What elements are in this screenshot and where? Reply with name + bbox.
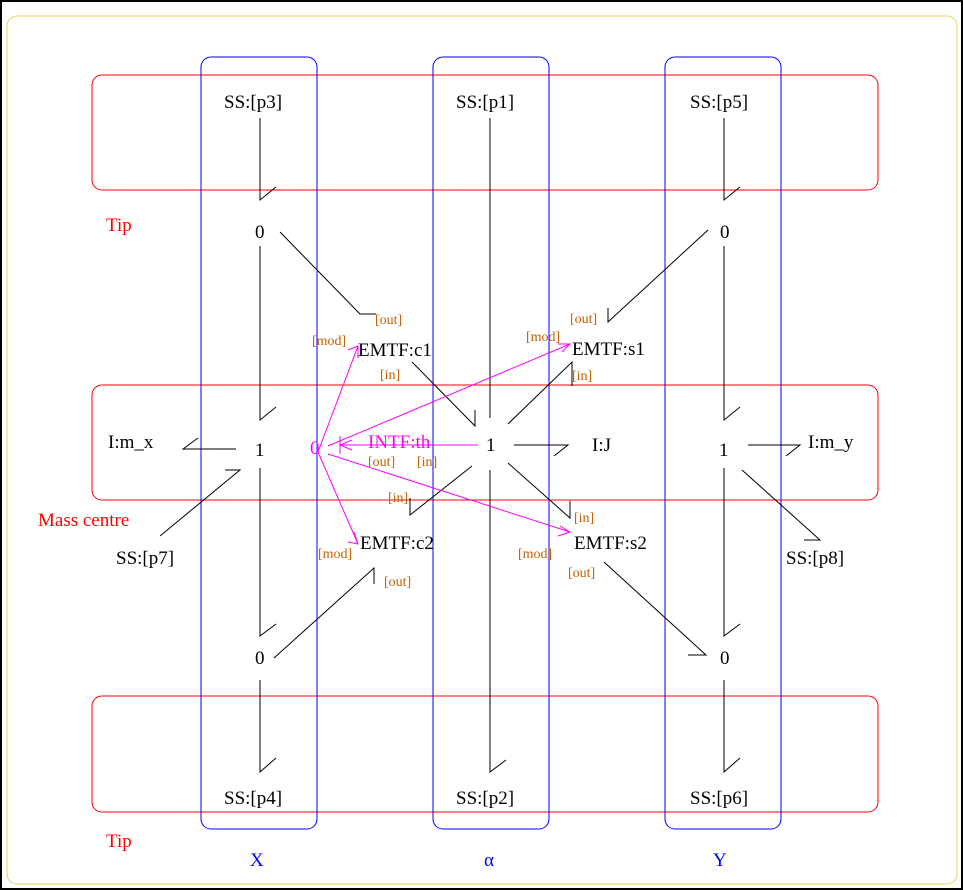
port-c1-in: [in] [380, 368, 400, 383]
column-x-label: X [250, 850, 264, 871]
port-s2-mod: [mod] [518, 547, 552, 562]
column-y [664, 56, 782, 830]
port-s1-out: [out] [570, 312, 597, 327]
source-p5: SS:[p5] [690, 92, 748, 113]
integrator-th: INTF:th [368, 432, 431, 453]
bond-one-p8 [741, 469, 822, 541]
port-s1-in: [in] [572, 369, 592, 384]
column-alpha [432, 56, 550, 830]
bond-zero-one-x [259, 246, 277, 422]
source-p6: SS:[p6] [690, 788, 748, 809]
bond-p5-zero [723, 118, 741, 202]
port-c2-out: [out] [384, 575, 411, 590]
junction-one-y: 1 [719, 440, 729, 461]
bond-one-s2 [507, 462, 571, 520]
bond-zero-one-y [723, 246, 741, 422]
source-p1: SS:[p1] [456, 92, 514, 113]
inertia-j: I:J [592, 435, 611, 456]
inertia-m-y: I:m_y [808, 432, 854, 453]
bond-zero-p6 [723, 680, 741, 774]
bond-zero-s1 [607, 229, 709, 324]
signal-arrow-c2 [347, 531, 359, 545]
port-th-out: [out] [368, 455, 395, 470]
region-mass-centre [91, 384, 879, 501]
signal-arrow-s1 [558, 343, 572, 353]
source-p8: SS:[p8] [786, 548, 844, 569]
bond-one-p2 [489, 470, 507, 773]
signal-arrow-s2 [557, 525, 572, 537]
bond-one-mx [181, 437, 236, 450]
port-th-in: [in] [417, 455, 437, 470]
panel-border [6, 15, 958, 885]
tip-top-label: Tip [106, 215, 132, 236]
tip-bottom-label: Tip [106, 831, 132, 852]
transformer-c2: EMTF:c2 [360, 533, 434, 554]
signal-zero-c1 [317, 345, 359, 453]
bond-p7-one [159, 469, 242, 537]
junction-zero-th: 0 [310, 438, 320, 459]
bond-c2-zero [273, 566, 375, 659]
bond-p3-zero [259, 118, 277, 202]
bond-one-my [748, 444, 802, 457]
source-p4: SS:[p4] [224, 788, 282, 809]
transformer-s2: EMTF:s2 [574, 533, 647, 554]
port-s1-mod: [mod] [526, 330, 560, 345]
bond-one-x-zero [259, 468, 277, 637]
modulation-signals [317, 343, 572, 545]
bond-one-y-zero [723, 468, 741, 637]
column-alpha-label: α [484, 850, 494, 871]
port-s2-out: [out] [568, 566, 595, 581]
junction-zero-bottom-left: 0 [255, 648, 265, 669]
column-x [200, 56, 318, 830]
junction-zero-bottom-right: 0 [720, 648, 730, 669]
port-c2-mod: [mod] [318, 547, 352, 562]
signal-zero-c2 [317, 451, 359, 545]
bond-one-j [514, 444, 570, 457]
bond-zero-c1 [279, 231, 376, 315]
port-s2-in: [in] [574, 511, 594, 526]
bond-zero-p4 [259, 680, 277, 774]
port-c2-in: [in] [388, 491, 408, 506]
inertia-m-x: I:m_x [108, 432, 154, 453]
mass-centre-label: Mass centre [38, 510, 129, 531]
signal-zero-s2 [327, 453, 571, 533]
signal-zero-s1 [327, 343, 571, 447]
transformer-c1: EMTF:c1 [358, 340, 432, 361]
bond-one-c2 [409, 465, 473, 517]
source-p2: SS:[p2] [456, 788, 514, 809]
port-c1-mod: [mod] [312, 334, 346, 349]
source-p7: SS:[p7] [116, 548, 174, 569]
signal-arrow-c1 [347, 345, 359, 358]
source-p3: SS:[p3] [224, 92, 282, 113]
bonds [159, 118, 822, 774]
junction-zero-top-right: 0 [720, 222, 730, 243]
transformer-s1: EMTF:s1 [572, 339, 645, 360]
junction-zero-top-left: 0 [255, 222, 265, 243]
bond-s2-zero [603, 561, 708, 656]
junction-one-x: 1 [255, 440, 265, 461]
region-tip-top [91, 74, 879, 191]
port-c1-out: [out] [375, 313, 402, 328]
bond-c1-one [411, 361, 476, 428]
signal-arrow-intf-head [338, 439, 353, 451]
region-tip-bottom [91, 695, 879, 813]
bond-one-s1 [507, 360, 573, 425]
column-y-label: Y [713, 850, 727, 871]
junction-one-alpha: 1 [486, 435, 496, 456]
